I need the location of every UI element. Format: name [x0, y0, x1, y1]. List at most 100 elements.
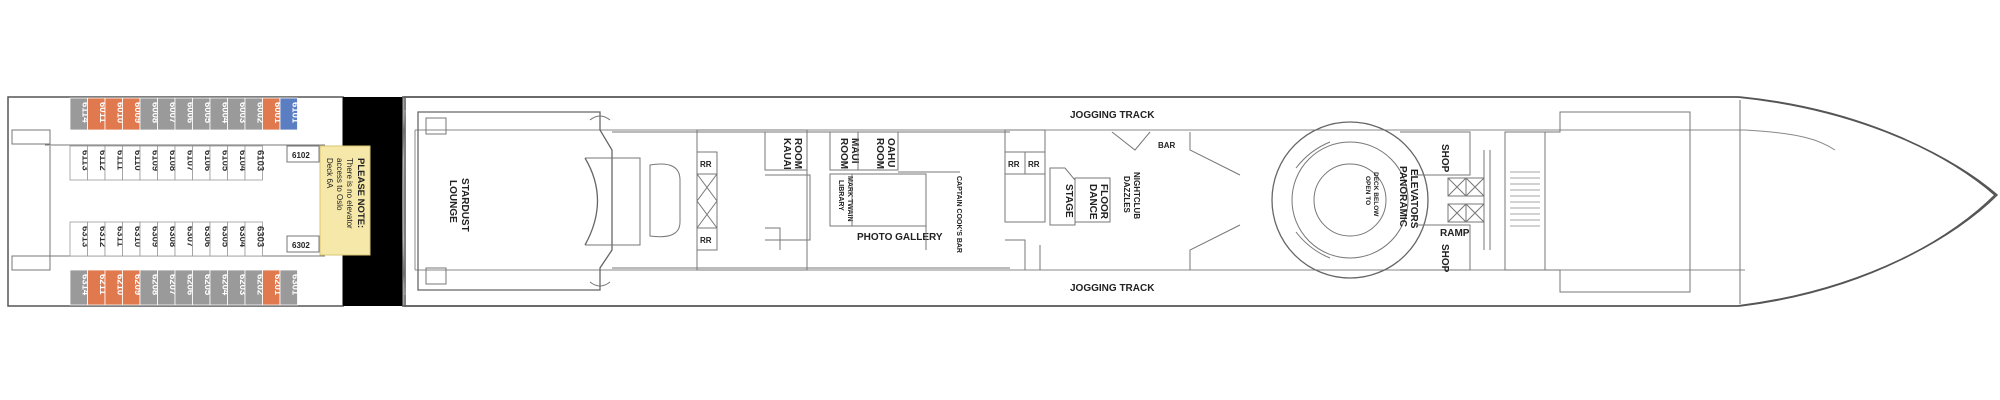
cabin-number: 6108 [167, 150, 178, 171]
corridor-cabin-top-num: 6102 [292, 151, 310, 160]
cabin-6314[interactable]: 6314 [69, 269, 90, 306]
cabin-number: 6113 [79, 150, 90, 171]
bar[interactable]: BAR [1111, 131, 1176, 151]
cabin-6208[interactable]: 6208 [139, 269, 160, 306]
cabin-6310[interactable]: 6310 [122, 221, 143, 257]
cabin-6001[interactable]: 6001 [262, 97, 283, 131]
cabin-number: 6313 [79, 226, 90, 247]
cabin-number: 6305 [219, 226, 230, 248]
dazzles-label-1: DAZZLES [1122, 176, 1131, 214]
rr-label-3: RR [1008, 160, 1020, 169]
atrium[interactable]: OPEN TO DECK BELOW PANORAMIC ELEVATORS [1271, 121, 1429, 279]
cabin-6304[interactable]: 6304 [227, 221, 248, 257]
bar-label: BAR [1158, 141, 1176, 150]
corridor-cabin-top[interactable]: 6102 [286, 145, 320, 163]
cabin-box [244, 221, 263, 257]
cabin-number: 6105 [219, 150, 230, 172]
dance-floor-label-2: FLOOR [1098, 184, 1109, 220]
cabin-number: 6310 [132, 226, 143, 247]
hull-outline [402, 96, 1999, 307]
rr-label-2: RR [700, 236, 712, 245]
captain-cooks-bar[interactable]: CAPTAIN COOK'S BAR [898, 171, 962, 253]
cabin-6103[interactable]: 6103 [244, 145, 265, 181]
cabin-number: 6309 [149, 226, 160, 247]
open-to-label-2: DECK BELOW [1372, 172, 1379, 217]
stardust-lounge[interactable]: STARDUST LOUNGE [417, 111, 681, 291]
cabin-number: 6303 [254, 226, 265, 247]
cabin-number: 6301 [289, 274, 300, 296]
panoramic-elevators[interactable]: PANORAMIC ELEVATORS [1397, 166, 1419, 229]
shop-top[interactable]: SHOP [1400, 131, 1471, 176]
cabin-number: 6001 [272, 102, 283, 124]
cabin-number: 6205 [202, 274, 213, 296]
cabin-number: 6208 [149, 274, 160, 295]
oahu-room-label-1: OAHU [885, 138, 896, 167]
open-to-deck-below: OPEN TO DECK BELOW [1364, 172, 1379, 217]
cabin-number: 6107 [184, 150, 195, 171]
cabin-number: 6304 [237, 226, 248, 248]
rr-label-1: RR [700, 160, 712, 169]
cabin-6006[interactable]: 6006 [174, 97, 195, 131]
kauai-room-label-1: KAUAI [781, 138, 792, 170]
shop-bottom[interactable]: SHOP [1400, 224, 1471, 273]
cabin-number: 6112 [97, 150, 108, 171]
cabin-number: 6207 [167, 274, 178, 295]
cabin-6007[interactable]: 6007 [157, 97, 178, 131]
cabin-6008[interactable]: 6008 [139, 97, 160, 131]
please-note-line-3: Deck 6A [325, 158, 334, 189]
cabin-number: 6104 [237, 150, 248, 172]
elevator-boxes [1447, 150, 1491, 250]
dazzles-nightclub[interactable]: DAZZLES NIGHTCLUB [1122, 172, 1141, 219]
maui-room-label-1: MAUI [849, 138, 860, 164]
please-note-line-2: access to Oslo [335, 158, 344, 211]
shop-bottom-label: SHOP [1439, 244, 1450, 273]
stage-area[interactable]: STAGE [1049, 167, 1076, 226]
cabin-6114[interactable]: 6114 [69, 97, 90, 131]
cabin-box [244, 145, 263, 181]
cabin-6203[interactable]: 6203 [227, 269, 248, 306]
cabin-6101[interactable]: 6101 [279, 97, 300, 131]
cabin-number: 6204 [219, 274, 230, 296]
cabin-number: 6109 [149, 150, 160, 171]
oahu-room-label-2: ROOM [874, 138, 885, 169]
cabin-6104[interactable]: 6104 [227, 145, 248, 181]
kauai-room-label-2: ROOM [792, 138, 803, 169]
captain-cooks-bar-label: CAPTAIN COOK'S BAR [955, 176, 962, 253]
cabin-number: 6211 [97, 274, 108, 295]
cabin-number: 6010 [114, 102, 125, 123]
cabin-number: 6111 [114, 150, 125, 171]
cabin-number: 6114 [79, 102, 90, 123]
cabin-6303[interactable]: 6303 [244, 221, 265, 257]
jogging-track-bottom-label: JOGGING TRACK [1070, 283, 1155, 294]
corridor-cabin-bottom[interactable]: 6302 [286, 235, 320, 253]
cabin-6307[interactable]: 6307 [174, 221, 195, 257]
stage-label: STAGE [1063, 184, 1074, 218]
cabin-number: 6006 [184, 102, 195, 123]
stardust-lounge-label-2: LOUNGE [447, 180, 458, 223]
ramp-label: RAMP [1440, 228, 1470, 239]
shop-top-label: SHOP [1439, 144, 1450, 173]
jogging-track-top-label: JOGGING TRACK [1070, 110, 1155, 121]
forward-block [1544, 100, 1741, 304]
please-note-line-1: There is no elevator [345, 158, 354, 229]
dance-floor-label-1: DANCE [1087, 184, 1098, 220]
cabin-number: 6308 [167, 226, 178, 247]
restroom-block-left: RR RR [696, 129, 808, 271]
corridor-cabin-bottom-num: 6302 [292, 241, 310, 250]
cabin-number: 6103 [254, 150, 265, 171]
cabin-6309[interactable]: 6309 [139, 221, 160, 257]
cabin-6301[interactable]: 6301 [279, 269, 300, 306]
cabin-number: 6306 [202, 226, 213, 247]
cabin-number: 6312 [97, 226, 108, 247]
cabin-number: 6209 [132, 274, 143, 295]
panoramic-elevators-label-2: ELEVATORS [1408, 169, 1419, 229]
ramp[interactable]: RAMP [1440, 228, 1470, 239]
cabin-6202[interactable]: 6202 [244, 269, 265, 306]
cabin-number: 6003 [237, 102, 248, 123]
cabin-6107[interactable]: 6107 [174, 145, 195, 181]
stardust-lounge-label-1: STARDUST [459, 178, 470, 232]
